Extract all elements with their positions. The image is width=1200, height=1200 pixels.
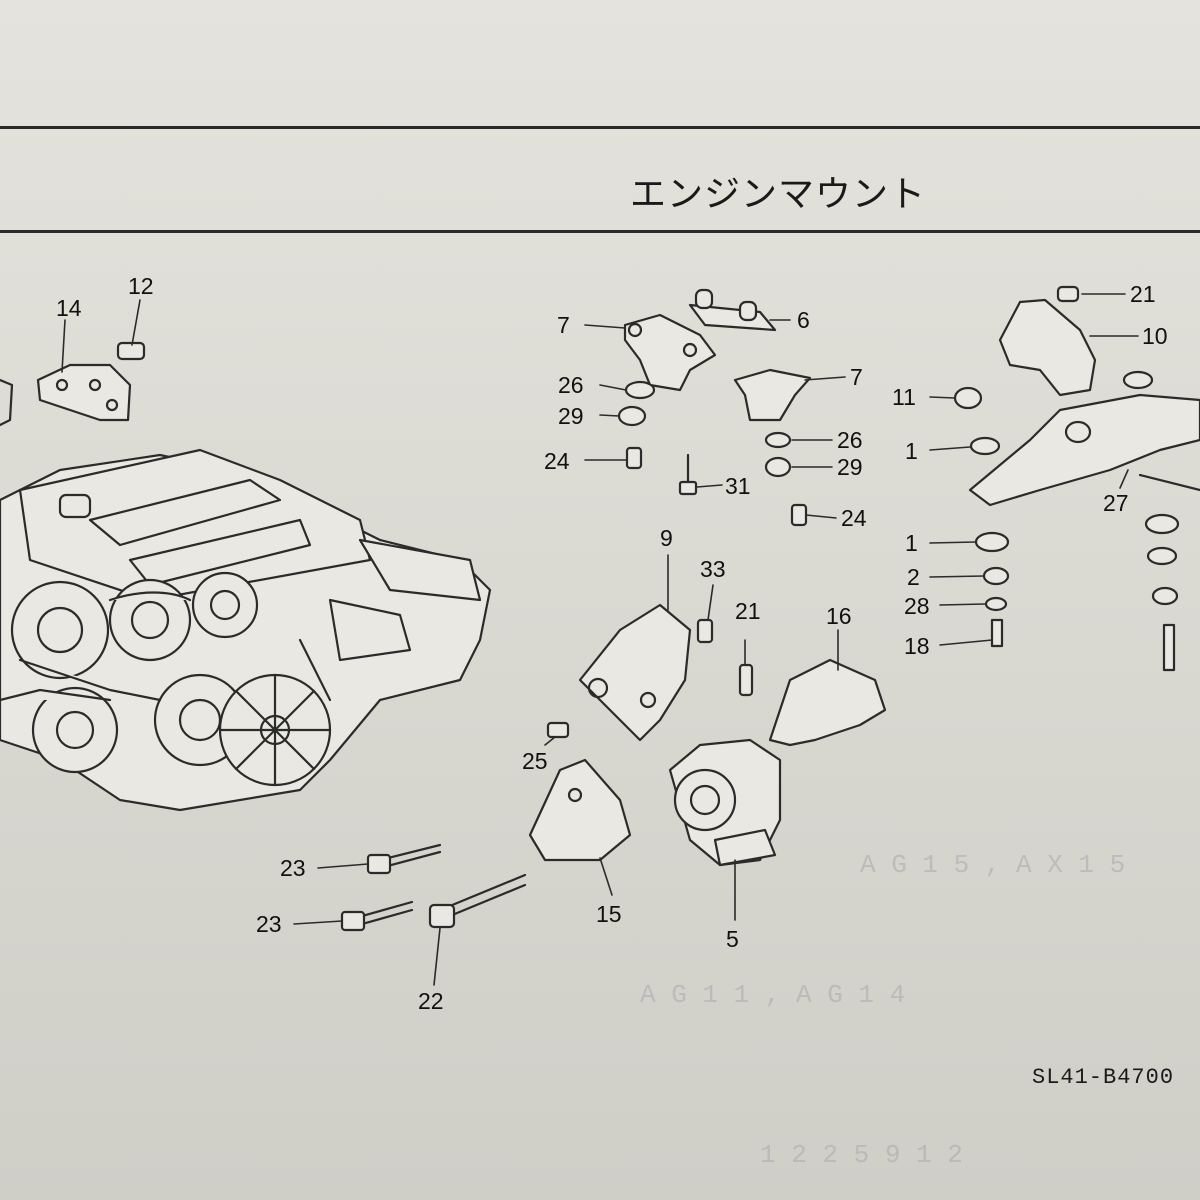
bleed-through-text: 1 2 2 5 9 1 2: [760, 1140, 963, 1170]
callout-24a: 24: [544, 448, 570, 474]
part-7b-bracket: [733, 368, 812, 422]
callout-10: 10: [1142, 323, 1168, 349]
bleed-through-text: A G 1 1 , A G 1 4: [640, 980, 906, 1010]
header-rule: [0, 230, 1200, 233]
part-crossmember: [968, 393, 1200, 507]
callout-29a: 29: [558, 403, 584, 429]
callout-22: 22: [418, 988, 444, 1014]
part-9-mount: [578, 603, 692, 742]
callout-6: 6: [797, 307, 810, 333]
callout-26a: 26: [558, 372, 584, 398]
callout-26b: 26: [837, 427, 863, 453]
callout-27: 27: [1103, 490, 1129, 516]
callout-23a: 23: [280, 855, 306, 881]
callout-5: 5: [726, 926, 739, 952]
part-14-bracket: [36, 363, 132, 422]
callout-28: 28: [904, 593, 930, 619]
callout-12: 12: [128, 273, 154, 299]
part-12-nut: [116, 341, 146, 361]
callout-1b: 1: [905, 530, 918, 556]
callout-11: 11: [892, 384, 916, 410]
part-15-bracket: [528, 758, 632, 862]
callout-7b: 7: [850, 364, 863, 390]
callout-29b: 29: [837, 454, 863, 480]
callout-15: 15: [596, 901, 622, 927]
callout-21a: 21: [1130, 281, 1156, 307]
diagram-code: SL41-B4700: [1032, 1065, 1175, 1090]
callout-9: 9: [660, 525, 673, 551]
callout-7a: 7: [557, 312, 570, 338]
callout-18: 18: [904, 633, 930, 659]
callout-21b: 21: [735, 598, 761, 624]
callout-25: 25: [522, 748, 548, 774]
part-6-plate: [688, 303, 777, 332]
callout-2: 2: [907, 564, 920, 590]
bleed-through-text: A G 1 5 , A X 1 5: [860, 850, 1126, 880]
callout-16: 16: [826, 603, 852, 629]
part-5-mount: [668, 738, 782, 867]
callout-24b: 24: [841, 505, 867, 531]
callout-33: 33: [700, 556, 726, 582]
callout-14: 14: [56, 295, 82, 321]
page-title: エンジンマウント: [630, 174, 927, 215]
callout-23b: 23: [256, 911, 282, 937]
engine-assembly: [0, 448, 492, 812]
bolts: [340, 843, 527, 932]
top-rule: [0, 126, 1200, 129]
part-7a-bracket: [623, 313, 717, 392]
callout-1a: 1: [905, 438, 918, 464]
callout-31: 31: [725, 473, 751, 499]
part-10-bracket: [998, 298, 1097, 397]
part-16-bracket: [768, 658, 887, 747]
